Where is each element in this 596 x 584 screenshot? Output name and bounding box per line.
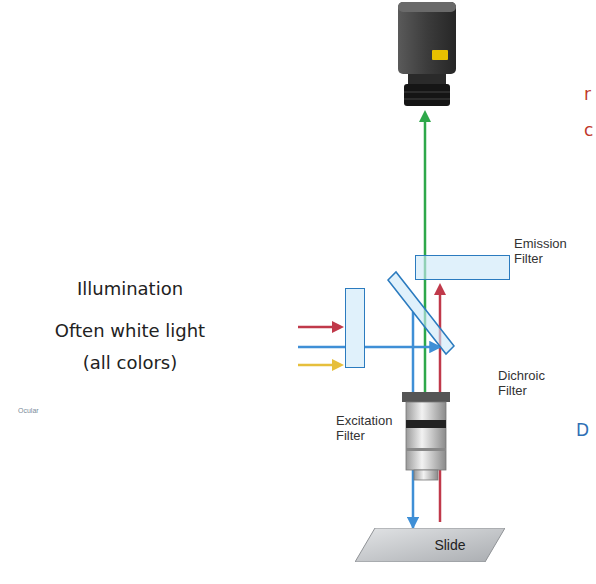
illumination-note: Often white light (all colors) — [40, 315, 220, 379]
cut-off-letter: D — [576, 420, 594, 440]
illumination-arrows — [298, 321, 345, 371]
slide: Slide — [355, 528, 545, 562]
camera-icon — [398, 2, 456, 106]
excitation-ray — [365, 346, 441, 349]
ocular-label: Ocular — [18, 406, 58, 415]
filter-label: Excitation Filter — [336, 413, 408, 443]
dichroic-filter: Dichroic Filter — [388, 272, 454, 354]
cut-off-letter: c — [584, 120, 596, 140]
filter-label: Dichroic Filter — [498, 368, 558, 398]
shape-label: Slide — [355, 537, 545, 553]
filter-label: Emission Filter — [514, 236, 578, 266]
dichroic-plate — [388, 272, 454, 354]
excitation-filter: Excitation Filter — [345, 288, 365, 368]
cut-off-letter: r — [584, 84, 596, 104]
emission-filter: Emission Filter — [415, 255, 510, 280]
illumination-title: Illumination — [40, 278, 220, 300]
slide-shape — [355, 528, 505, 562]
